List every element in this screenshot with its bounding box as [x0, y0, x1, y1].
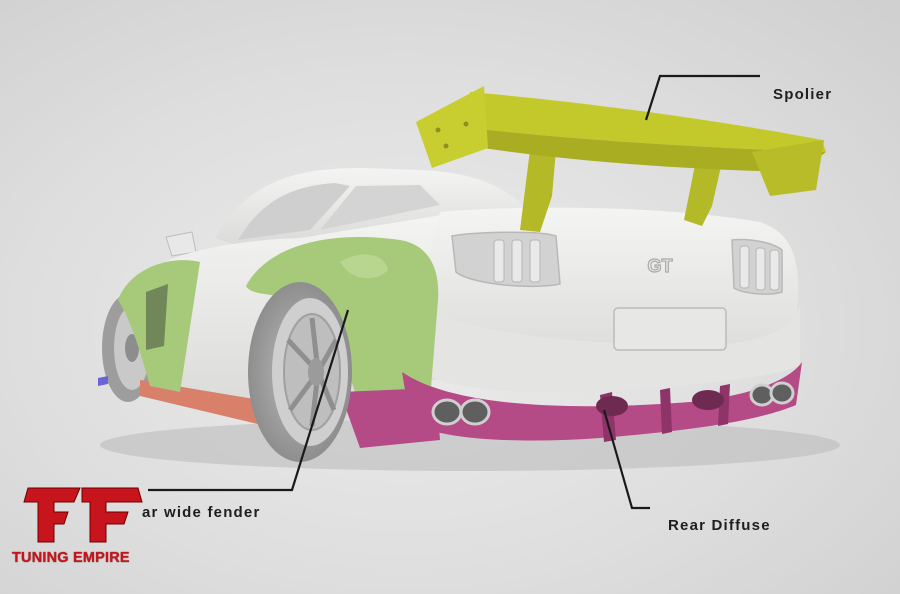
exhaust-right — [749, 381, 795, 407]
diffuser-mesh-left — [596, 396, 628, 416]
rear-diffuser — [402, 362, 802, 441]
fender-vent — [146, 284, 168, 350]
gt-badge: GT — [648, 256, 673, 276]
side-skirt — [140, 380, 262, 425]
diffuser-mesh-right — [692, 390, 724, 410]
tuning-empire-logo — [23, 487, 143, 543]
brand-name: TUNING EMPIRE — [12, 550, 130, 566]
callout-line-spoiler — [644, 74, 760, 121]
diffuser-label: Rear Diffuse — [668, 517, 771, 534]
fender-label: ar wide fender — [142, 504, 261, 521]
spoiler-label: Spolier — [773, 86, 833, 103]
rear-wheel — [248, 282, 352, 462]
splitter-accent — [98, 376, 108, 386]
fender-inlet — [340, 254, 388, 279]
callout-line-fender — [148, 309, 350, 492]
callout-line-diffuser — [602, 409, 650, 510]
spoiler — [416, 86, 826, 232]
exhaust-left — [431, 398, 491, 426]
